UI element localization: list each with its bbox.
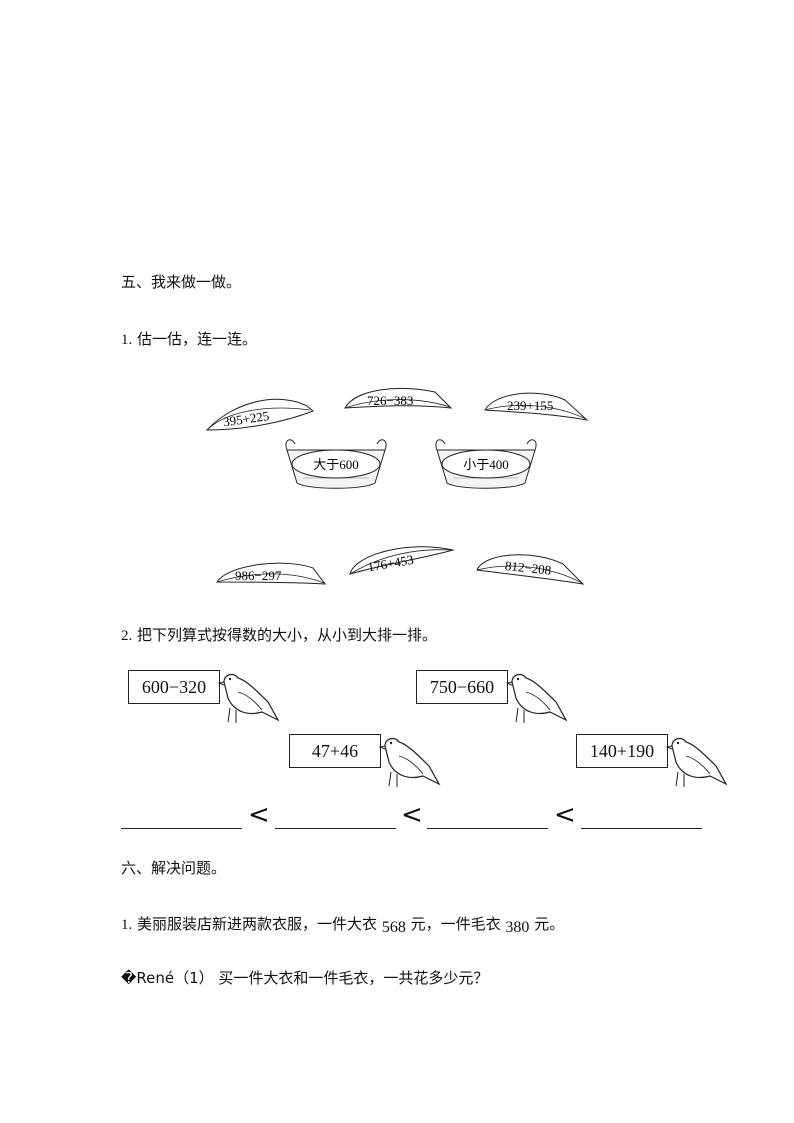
leaf-top-3[interactable]: 239+155 <box>484 392 589 421</box>
less-than-sign: < <box>554 800 576 830</box>
sub-question-text: 买一件大衣和一件毛衣，一共花多少元？ <box>218 969 489 987</box>
question-text: 估一估，连一连。 <box>137 330 258 348</box>
basket-2-label: 小于400 <box>463 457 509 472</box>
problem-text-a: 美丽服装店新进两款衣服，一件大衣 <box>137 915 378 933</box>
problem-text-c: 元。 <box>534 915 565 933</box>
sub-question-1: �René（1） 买一件大衣和一件毛衣，一共花多少元？ <box>121 967 488 988</box>
expression-box-1[interactable]: 600−320 <box>128 670 220 704</box>
leaf-bottom-3[interactable]: 812−208 <box>476 554 585 585</box>
section-5-title: 五、我来做一做。 <box>121 273 242 291</box>
leaf-top-3-label: 239+155 <box>507 398 553 413</box>
answer-blank-1[interactable] <box>121 828 242 829</box>
bird-icon <box>506 673 568 723</box>
leaf-bottom-1-label: 986−297 <box>235 568 282 583</box>
question-2: 2. 把下列算式按得数的大小，从小到大排一排。 <box>121 626 438 644</box>
leaf-top-2[interactable]: 726−383 <box>344 388 453 409</box>
expression-box-2[interactable]: 750−660 <box>416 670 508 704</box>
leaf-bottom-1[interactable]: 986−297 <box>216 562 327 585</box>
problem-1: 1. 美丽服装店新进两款衣服，一件大衣 568 元，一件毛衣 380 元。 <box>121 915 565 936</box>
leaf-top-2-label: 726−383 <box>367 393 413 408</box>
basket-1-label: 大于600 <box>313 457 359 472</box>
coat-price: 568 <box>381 919 406 936</box>
leaf-bottom-2[interactable]: 176+453 <box>349 546 455 575</box>
leaf-top-1-label: 395+225 <box>222 408 270 429</box>
expression-box-4[interactable]: 140+190 <box>576 734 668 768</box>
less-than-sign: < <box>401 800 423 830</box>
answer-blank-4[interactable] <box>581 828 702 829</box>
question-number: 1 <box>121 332 129 348</box>
question-number: 1 <box>121 917 129 933</box>
bird-icon <box>218 673 280 723</box>
basket-2[interactable]: 小于400 <box>435 439 537 489</box>
bird-icon <box>666 737 728 787</box>
bird-icon <box>379 737 441 787</box>
estimate-match-illustration: 395+225 726−383 239+155 大于600 小于400 986−… <box>205 388 589 585</box>
sub-question-label: （1） <box>174 969 214 987</box>
leaf-bottom-3-label: 812−208 <box>504 558 552 578</box>
problem-text-b: 元，一件毛衣 <box>410 915 501 933</box>
answer-blank-3[interactable] <box>427 828 548 829</box>
expression-box-3[interactable]: 47+46 <box>289 734 381 768</box>
question-text: 把下列算式按得数的大小，从小到大排一排。 <box>137 626 438 644</box>
question-number: 2 <box>121 628 129 644</box>
less-than-sign: < <box>248 800 270 830</box>
sweater-price: 380 <box>505 919 530 936</box>
sub-question-prefix: �René <box>121 969 175 987</box>
question-1: 1. 估一估，连一连。 <box>121 330 258 348</box>
section-6-title: 六、解决问题。 <box>121 859 227 877</box>
basket-1[interactable]: 大于600 <box>285 439 387 489</box>
leaf-top-1[interactable]: 395+225 <box>205 398 314 431</box>
answer-blank-2[interactable] <box>275 828 396 829</box>
